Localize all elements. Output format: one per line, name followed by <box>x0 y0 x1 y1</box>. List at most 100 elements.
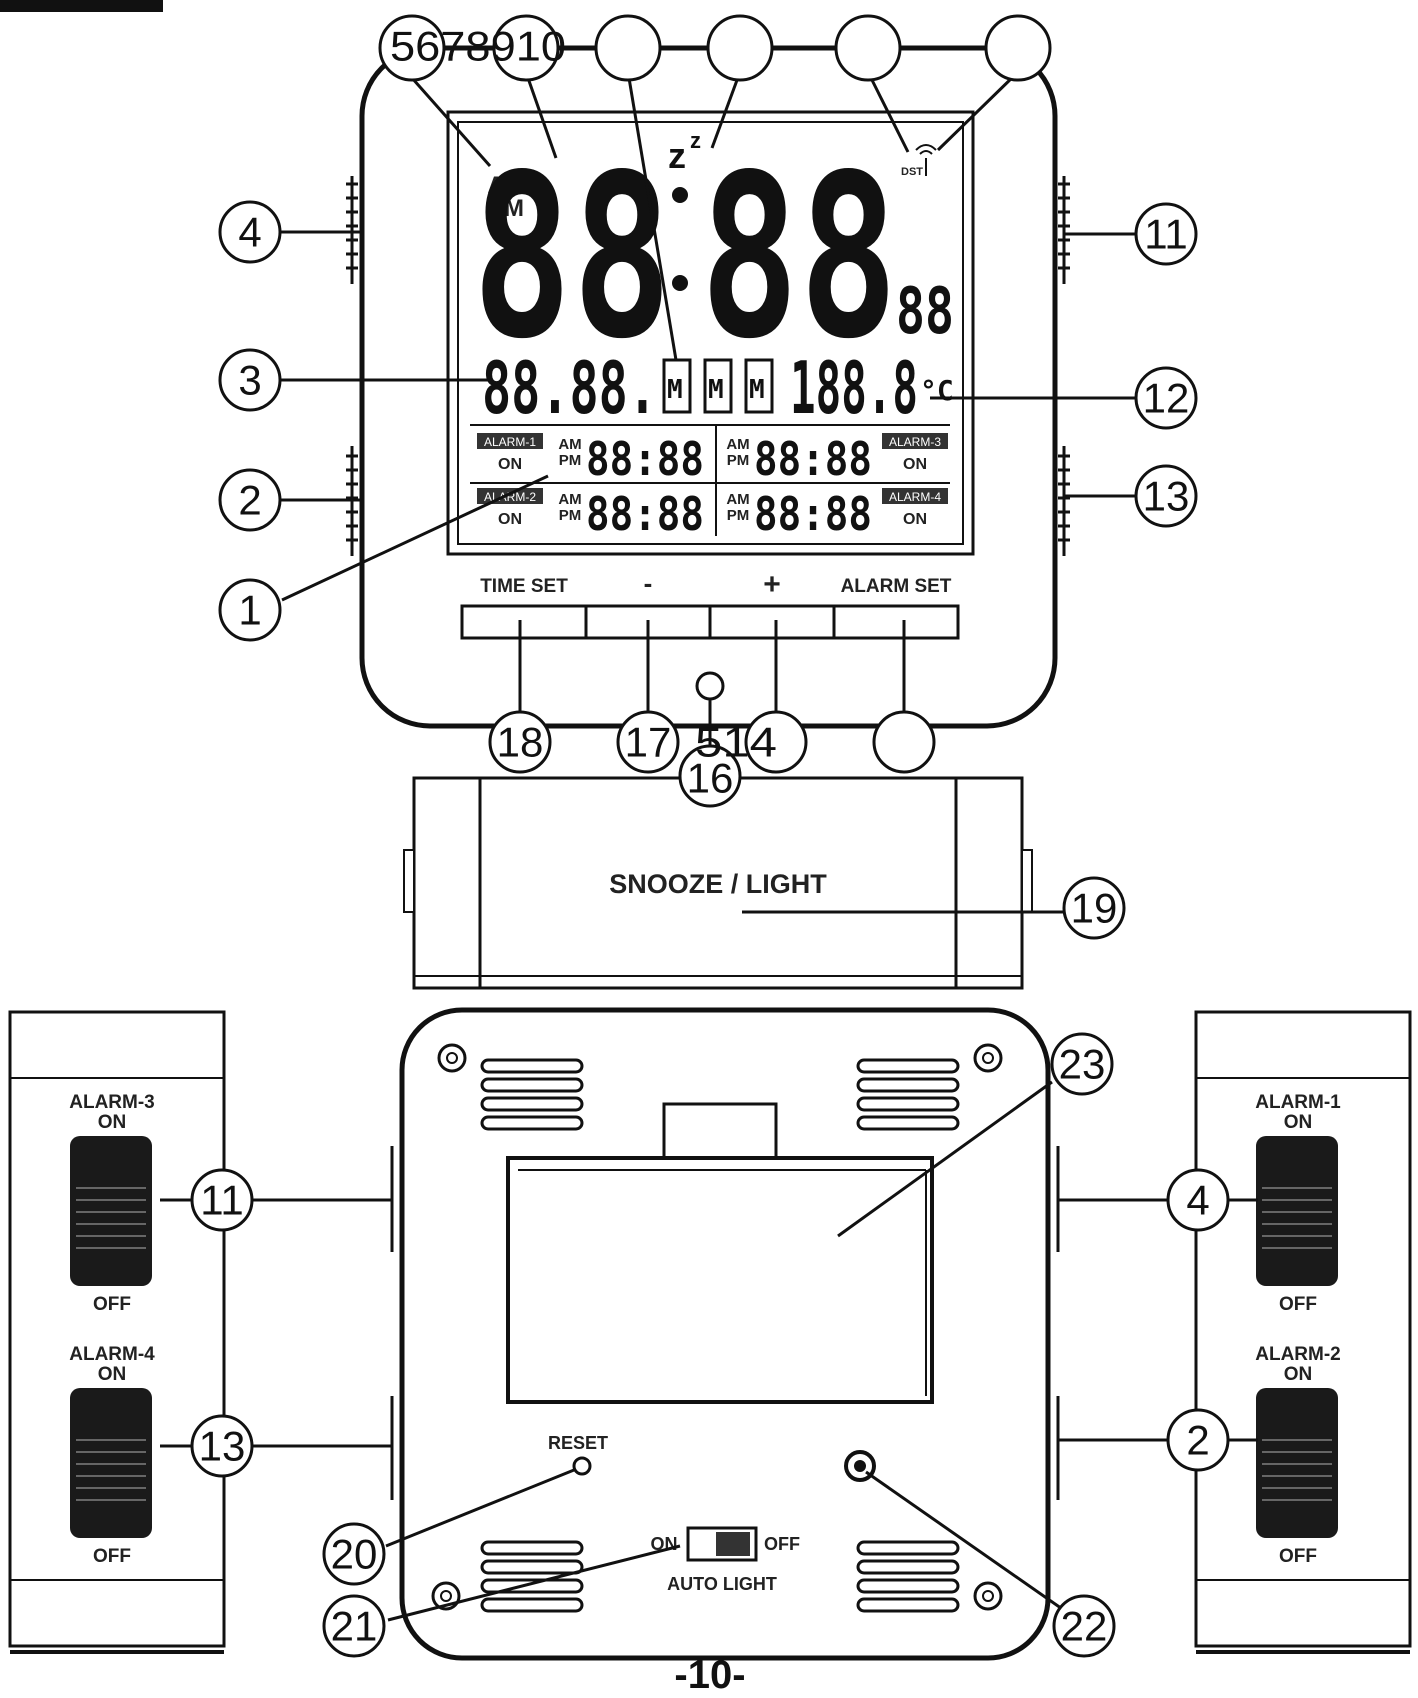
lcd-inner <box>457 121 964 545</box>
lcd-colon-top <box>672 187 688 203</box>
lcd-seconds: 88 <box>896 275 954 349</box>
switch-alarm4-on: ON <box>98 1364 127 1385</box>
callout-label-2: 2 <box>238 477 261 524</box>
alarm-time-1: 88:88 <box>586 432 704 486</box>
alarm-pm-2: PM <box>559 507 582 524</box>
lcd-zz: z <box>668 135 686 176</box>
callout-label-13: 13 <box>1143 473 1190 520</box>
lcd-weekday-2: M <box>708 375 724 405</box>
vent-top-right <box>856 1058 960 1131</box>
light-sensor <box>695 671 725 701</box>
switch-alarm3-off: OFF <box>93 1294 131 1315</box>
reset-label: RESET <box>548 1433 608 1453</box>
vent-bottom-left <box>480 1540 584 1613</box>
callout-8 <box>706 14 774 82</box>
callout-19 <box>1062 876 1126 940</box>
switch-alarm2-off: OFF <box>1279 1546 1317 1567</box>
callout-label-11: 11 <box>1144 211 1188 258</box>
switch-alarm3-title: ALARM-3 <box>69 1092 155 1113</box>
right-knob-upper <box>1058 176 1070 284</box>
lcd-colon-bottom <box>672 275 688 291</box>
callout-13 <box>1134 464 1198 528</box>
snooze-light-label: SNOOZE / LIGHT <box>609 869 827 899</box>
right-side-panel: ALARM-1 ON OFF ALARM-2 ON OFF <box>1194 1010 1412 1654</box>
alarm-pm-3: PM <box>727 452 750 469</box>
callout-6 <box>492 14 560 82</box>
callout-7 <box>594 14 662 82</box>
alarm-time-3: 88:88 <box>754 432 872 486</box>
label-alarm-set: ALARM SET <box>841 576 952 597</box>
page-number: -10- <box>674 1653 745 1697</box>
alarm-time-4: 88:88 <box>754 487 872 541</box>
callout-4 <box>218 200 282 264</box>
callout-14 <box>744 710 808 774</box>
callout-label-21: 21 <box>331 1603 378 1650</box>
corner-bar <box>0 0 163 12</box>
battery-tab <box>662 1102 778 1162</box>
callout-18 <box>488 710 552 774</box>
lcd-weekday: M M M <box>662 358 774 414</box>
lcd-pm: PM <box>488 195 524 222</box>
vent-top-left <box>480 1058 584 1131</box>
callout-5 <box>378 14 446 82</box>
left-knob-upper <box>346 176 358 284</box>
switch-alarm2-title: ALARM-2 <box>1255 1344 1341 1365</box>
callout-17 <box>616 710 680 774</box>
callout-label-2b: 2 <box>1186 1417 1209 1464</box>
switch-alarm3-on: ON <box>98 1112 127 1133</box>
callout-2 <box>218 468 282 532</box>
lcd-weekday-1: M <box>667 375 683 405</box>
snooze-light-button[interactable] <box>412 776 1024 990</box>
right-knob-lower <box>1058 446 1070 556</box>
alarm-pm-1: PM <box>559 452 582 469</box>
callout-4b <box>1166 1168 1230 1232</box>
callout-label-13b: 13 <box>199 1423 246 1470</box>
callout-15 <box>872 710 936 774</box>
lcd-dst: DST <box>901 166 923 178</box>
reset-button[interactable] <box>572 1456 592 1476</box>
switch-alarm1-title: ALARM-1 <box>1255 1092 1341 1113</box>
callout-label-16: 16 <box>687 755 734 802</box>
alarm-am-4: AM <box>726 491 749 508</box>
signal-icon <box>915 144 937 176</box>
callout-3 <box>218 348 282 412</box>
battery-cover[interactable] <box>506 1156 934 1404</box>
callout-2b <box>1166 1408 1230 1472</box>
callout-11 <box>1134 202 1198 266</box>
switch-alarm4-off: OFF <box>93 1546 131 1567</box>
alarm-on-3: ON <box>903 456 927 473</box>
callout-11b <box>190 1168 254 1232</box>
callout-label-11b: 11 <box>200 1177 244 1224</box>
auto-light-label: AUTO LIGHT <box>667 1574 777 1594</box>
callout-label-19: 19 <box>1071 885 1118 932</box>
plus-button[interactable] <box>708 604 836 640</box>
alarm-badge-4: ALARM-4 <box>889 490 941 504</box>
callout-22 <box>1052 1594 1116 1658</box>
vent-bottom-right <box>856 1540 960 1613</box>
callout-label-22: 22 <box>1061 1603 1108 1650</box>
callout-label-4: 4 <box>238 209 261 256</box>
callout-label-18: 18 <box>497 719 544 766</box>
front-view: AM PM z z 88 88 88 DST 88.88. M M M 188.… <box>346 45 1070 729</box>
callout-20 <box>322 1522 386 1586</box>
alarm-on-4: ON <box>903 511 927 528</box>
callout-10 <box>984 14 1052 82</box>
callout-16 <box>678 744 742 808</box>
lcd-date: 88.88. <box>482 346 657 430</box>
alarm-set-button[interactable] <box>832 604 960 640</box>
time-set-button[interactable] <box>460 604 588 640</box>
callout-label-1: 1 <box>238 587 261 634</box>
callout-label-4b: 4 <box>1186 1177 1209 1224</box>
lcd-weekday-3: M <box>749 375 765 405</box>
callout-label-12: 12 <box>1143 375 1190 422</box>
back-view: RESET ON OFF AUTO LIGHT <box>390 1007 1060 1661</box>
lcd-am: AM <box>487 172 524 199</box>
lcd-zz-small: z <box>690 128 701 153</box>
callout-labels: 5678910 4 3 2 1 11 12 13 18 17 514 16 19… <box>199 23 1210 1650</box>
alarm-on-2: ON <box>498 511 522 528</box>
switch-alarm2-on: ON <box>1284 1364 1313 1385</box>
callout-label-23: 23 <box>1059 1041 1106 1088</box>
callout-label-17: 17 <box>625 719 672 766</box>
label-plus: + <box>763 568 781 601</box>
